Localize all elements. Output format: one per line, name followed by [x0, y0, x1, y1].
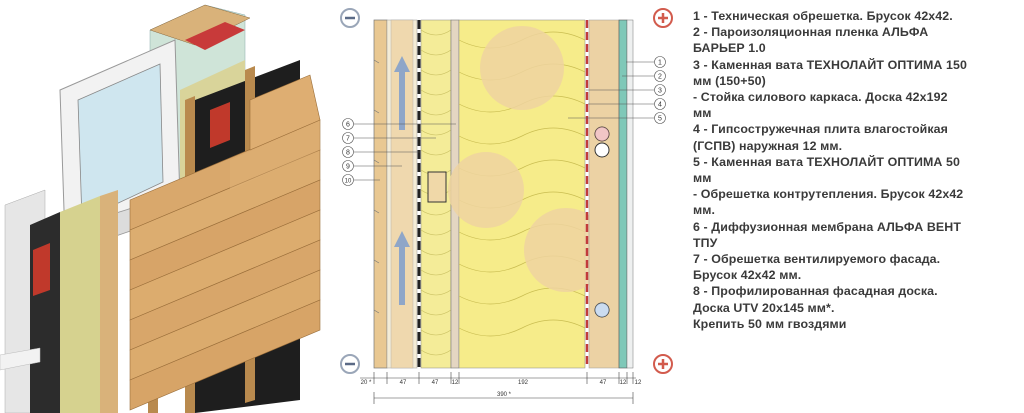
callout-8: 8 — [346, 150, 350, 157]
dim-192: 192 — [518, 380, 529, 386]
callout-3: 3 — [658, 88, 662, 95]
facade-board-profile — [373, 59, 380, 314]
facade-top-plank — [249, 74, 321, 151]
callout-7: 7 — [346, 136, 350, 143]
warm-side-plus-icon — [653, 8, 673, 374]
stud-section-top — [480, 26, 564, 110]
wall-isometric-illustration — [0, 4, 321, 413]
dimension-lines — [360, 372, 636, 404]
legend-line-5: мм (150+50) — [693, 73, 766, 88]
legend-line-9: (ГСПВ) наружная 12 мм. — [693, 138, 843, 153]
inner-gypsum-board — [618, 19, 628, 369]
legend-line-6: - Стойка силового каркаса. Доска 42х192 — [693, 90, 948, 105]
cold-side-minus-icon — [340, 8, 360, 374]
callouts-left — [342, 118, 456, 186]
vent-batten — [390, 19, 414, 369]
stud-left — [100, 190, 118, 413]
top-plate — [149, 4, 251, 46]
dim-12-a: 12 — [452, 380, 459, 386]
legend-line-17: Брусок 42х42 мм. — [693, 268, 802, 283]
legend-line-2: 2 - Пароизоляционная пленка АЛЬФА — [693, 25, 929, 40]
legend-line-10: 5 - Каменная вата ТЕХНОЛАЙТ ОПТИМА 50 — [693, 154, 960, 169]
dim-20: 20 * — [361, 380, 372, 386]
legend-line-8: 4 - Гипсостружечная плита влагостойкая — [693, 122, 948, 137]
dim-12-b: 12 — [620, 380, 627, 386]
facade-boards — [129, 119, 321, 411]
red-label-left — [33, 243, 50, 296]
dim-47-a: 47 — [400, 380, 407, 386]
legend-line-18: 8 - Профилированная фасадная доска. — [693, 284, 938, 299]
wall-section-drawing: 1 2 3 4 5 6 7 8 9 10 20 * 47 47 12 19 — [340, 8, 673, 404]
legend-line-12: - Обрешетка контрутепления. Брусок 42х42 — [693, 187, 964, 202]
callout-9: 9 — [346, 164, 350, 171]
dim-total: 390 * — [497, 392, 512, 398]
air-flow-arrow-icon — [394, 56, 410, 305]
stud-section-mid — [448, 152, 524, 228]
legend-line-11: мм — [693, 171, 712, 186]
inner-finish — [626, 19, 634, 369]
legend-line-4: 3 - Каменная вата ТЕХНОЛАЙТ ОПТИМА 150 — [693, 57, 967, 72]
counter-batten — [427, 171, 447, 203]
legend-line-3: БАРЬЕР 1.0 — [693, 41, 766, 56]
callout-2: 2 — [658, 74, 662, 81]
callouts-right — [568, 56, 666, 124]
legend-line-1: 1 - Техническая обрешетка. Брусок 42х42. — [693, 9, 953, 23]
callout-4: 4 — [658, 102, 662, 109]
stone-wool-left — [60, 196, 100, 413]
legend-line-20: Крепить 50 мм гвоздями — [693, 316, 847, 331]
window-glass — [77, 63, 164, 221]
dim-47-c: 47 — [600, 380, 607, 386]
facade-board-layer — [373, 19, 388, 369]
sealing-tape — [0, 347, 41, 371]
red-tape-mid — [210, 102, 230, 148]
callout-5: 5 — [658, 116, 662, 123]
callout-10: 10 — [345, 179, 352, 185]
legend-line-15: ТПУ — [693, 235, 718, 250]
legend-line-7: мм — [693, 106, 712, 121]
dim-47-b: 47 — [432, 380, 439, 386]
legend-line-16: 7 - Обрешетка вентилируемого фасада. — [693, 252, 941, 267]
legend-line-14: 6 - Диффузионная мембрана АЛЬФА ВЕНТ — [693, 219, 961, 234]
dim-12-c: 12 — [635, 380, 642, 386]
layer-legend: 1 - Техническая обрешетка. Брусок 42х42.… — [693, 8, 1021, 332]
vapor-film-top — [185, 22, 245, 50]
legend-line-19: Доска UTV 20х145 мм*. — [693, 300, 835, 315]
callout-1: 1 — [658, 60, 662, 67]
legend-line-13: мм. — [693, 203, 716, 218]
membrane-left — [30, 212, 60, 413]
callout-6: 6 — [346, 122, 350, 129]
